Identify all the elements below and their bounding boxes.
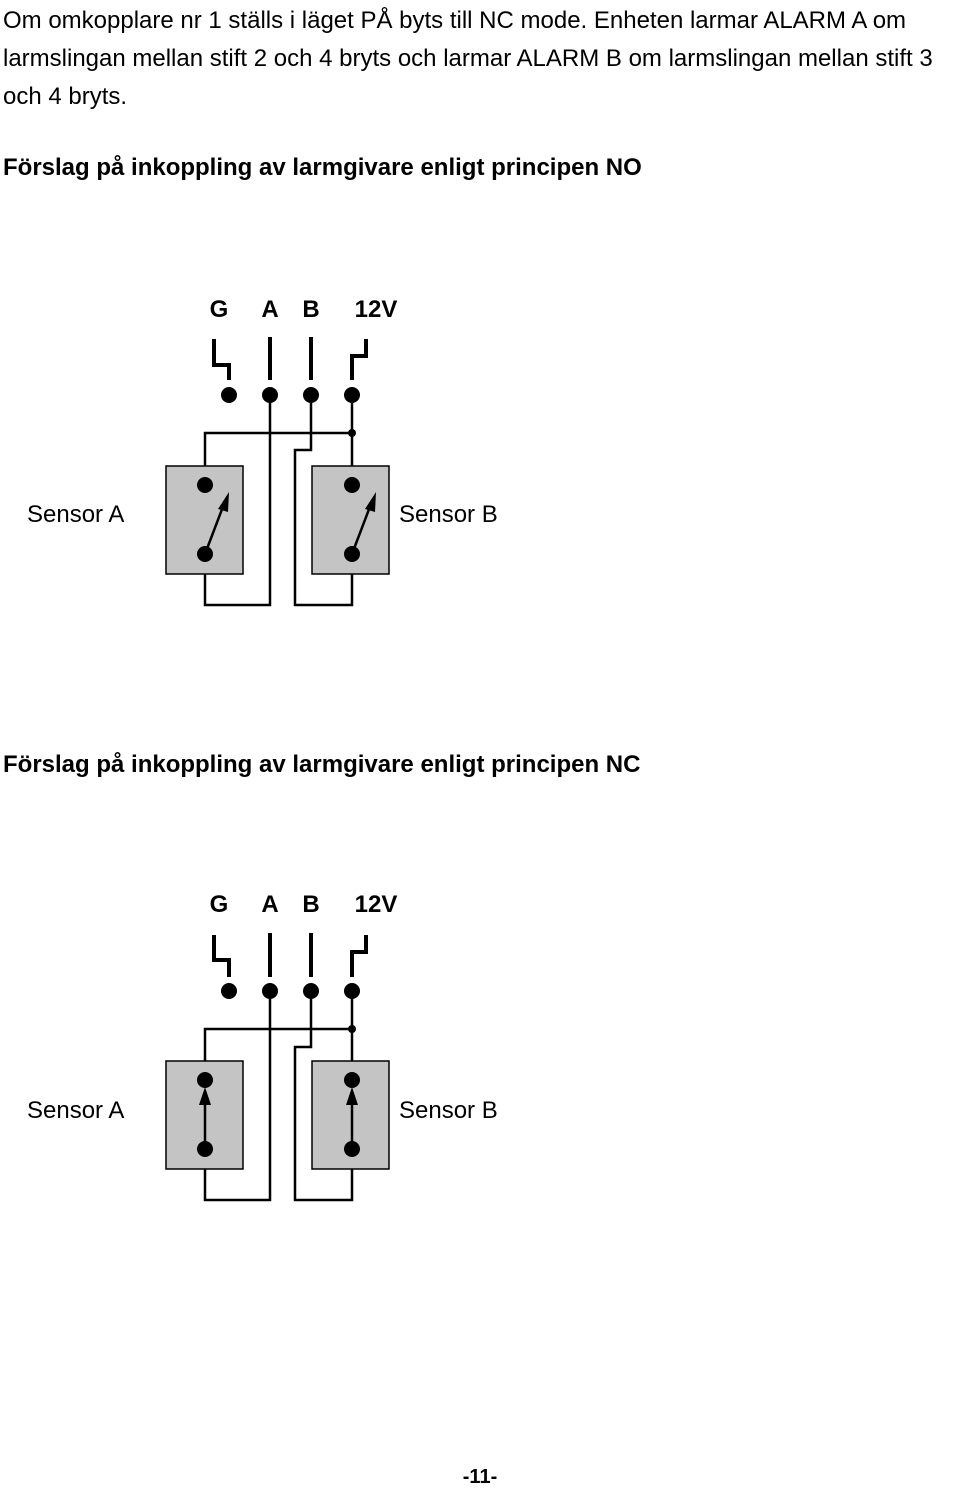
intro-paragraph: Om omkopplare nr 1 ställs i läget PÅ byt…	[3, 7, 933, 110]
wire-sensor-b-return	[293, 999, 354, 1202]
junction-dot	[348, 429, 356, 437]
terminal-label-b: B	[302, 891, 319, 918]
terminal-dot-a	[262, 983, 278, 999]
terminal-dot-b	[303, 387, 319, 403]
power-terminal-symbol	[350, 339, 368, 380]
switch-arrow-icon	[365, 492, 376, 512]
wire-sensor-a-return	[203, 403, 272, 607]
no-wiring-diagram: G A B 12V Sensor A Sensor B	[27, 296, 498, 607]
wire-12v-to-sensor-a	[203, 431, 352, 479]
ground-terminal-symbol	[212, 935, 231, 977]
nc-section-heading: Förslag på inkoppling av larmgivare enli…	[3, 751, 641, 778]
sensor-a-switch	[197, 477, 229, 562]
terminal-dot-a	[262, 387, 278, 403]
terminal-label-a: A	[261, 296, 278, 323]
terminal-symbols	[212, 933, 368, 977]
terminal-dots	[221, 387, 360, 403]
sensor-b-switch	[344, 1072, 360, 1157]
sensor-b-label: Sensor B	[399, 501, 498, 528]
terminal-label-g: G	[210, 891, 229, 918]
sensor-a-switch	[197, 1072, 213, 1157]
terminal-label-a: A	[261, 891, 278, 918]
sensor-a-label: Sensor A	[27, 1097, 124, 1124]
terminal-dot-12v	[344, 983, 360, 999]
terminal-label-12v: 12V	[355, 296, 398, 323]
terminal-dots	[221, 983, 360, 999]
wiring	[203, 403, 354, 607]
switch-arrow-icon	[218, 492, 229, 512]
wire-sensor-a-return	[203, 999, 272, 1202]
switch-arrow-icon	[346, 1087, 358, 1105]
wire-12v-to-sensor-a	[203, 1027, 352, 1074]
sensor-b-label: Sensor B	[399, 1097, 498, 1124]
terminal-label-12v: 12V	[355, 891, 398, 918]
switch-arrow-icon	[199, 1087, 211, 1105]
nc-wiring-diagram: G A B 12V Sensor A Sensor B	[27, 891, 498, 1202]
page-number: -11-	[462, 1466, 498, 1488]
sensor-a-label: Sensor A	[27, 501, 124, 528]
wire-sensor-b-return	[293, 403, 354, 607]
terminal-label-g: G	[210, 296, 229, 323]
junction-dot	[348, 1025, 356, 1033]
terminal-dot-12v	[344, 387, 360, 403]
sensor-b-switch	[344, 477, 376, 562]
power-terminal-symbol	[350, 935, 368, 977]
terminal-dot-b	[303, 983, 319, 999]
terminal-label-b: B	[302, 296, 319, 323]
terminal-dot-g	[221, 983, 237, 999]
ground-terminal-symbol	[212, 339, 231, 380]
no-section-heading: Förslag på inkoppling av larmgivare enli…	[3, 154, 642, 181]
terminal-symbols	[212, 337, 368, 380]
terminal-dot-g	[221, 387, 237, 403]
